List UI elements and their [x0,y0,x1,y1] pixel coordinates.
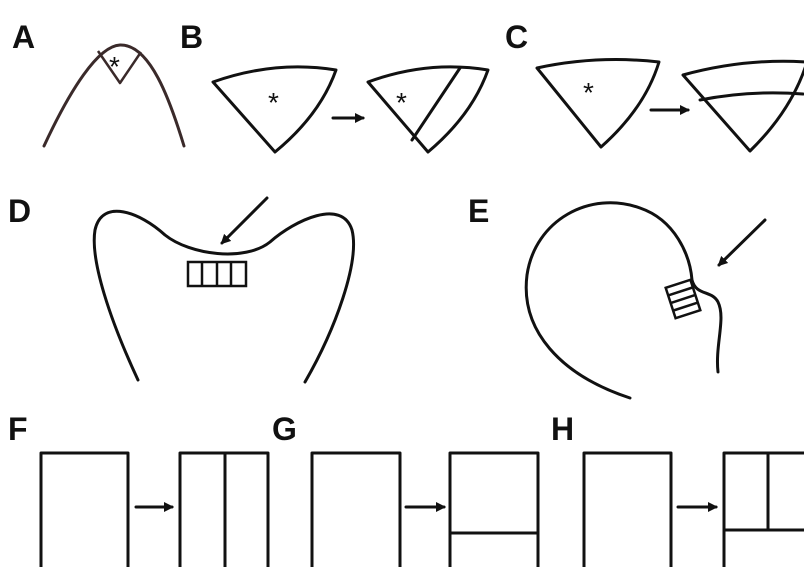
cell-shape [211,65,338,154]
panel-e: E [468,193,767,400]
panel-label-d: D [8,193,31,229]
apical-cell [96,50,143,85]
panel-h: H [551,411,804,567]
cell-before-division [582,451,673,567]
cell-before-division [310,451,402,567]
panel-a: A * [12,19,186,148]
panel-g: G [272,411,540,567]
cell-after-division [722,451,804,567]
cell-after-division [448,451,540,567]
divided-cell-marker: * [396,87,407,118]
panel-c: C * [505,19,804,153]
panel-label-b: B [180,19,203,55]
panel-label-h: H [551,411,574,447]
panel-label-a: A [12,19,35,55]
panel-label-e: E [468,193,489,229]
apical-cell-marker: * [109,51,120,82]
cell-before-division [39,451,130,567]
divided-cell-shape [366,65,490,154]
meristem-outline [92,209,355,384]
pointer-arrow [220,196,269,245]
panel-label-g: G [272,411,297,447]
organ-outline [524,201,723,400]
divided-cell-shape [681,59,804,153]
panel-label-f: F [8,411,28,447]
panel-d: D [8,193,355,384]
cell-marker: * [268,87,279,118]
shoot-apex-outline [42,43,186,148]
cell-shape [535,58,661,149]
cell-file [664,278,702,320]
cell-marker: * [583,77,594,108]
division-wall [410,66,462,142]
pointer-arrow [717,218,767,267]
panel-label-c: C [505,19,528,55]
division-wall [698,91,804,102]
panel-b: B * * [180,19,490,154]
panel-f: F [8,411,270,567]
